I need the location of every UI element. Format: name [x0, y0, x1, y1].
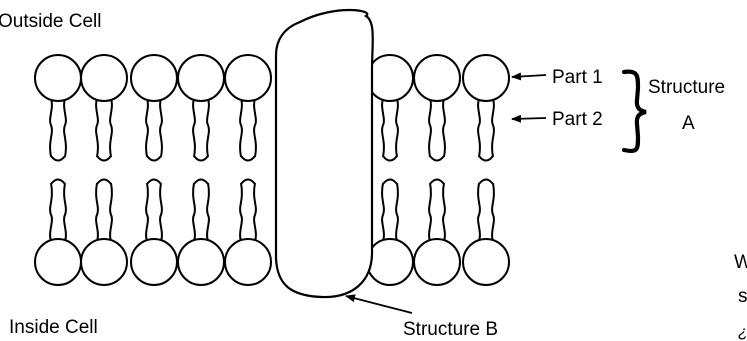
- phosphate-head-bottom: [35, 239, 81, 285]
- tail-bottom-end: [430, 180, 444, 185]
- tail-top-end: [430, 156, 444, 161]
- tail-bottom: [443, 183, 445, 241]
- tail-top: [207, 99, 209, 157]
- tail-top: [478, 99, 480, 157]
- tail-top: [64, 99, 66, 157]
- tail-bottom: [207, 183, 209, 241]
- tail-bottom: [429, 183, 431, 241]
- tail-top: [193, 99, 195, 157]
- tail-bottom: [64, 183, 66, 241]
- tail-bottom: [254, 183, 256, 241]
- tail-bottom: [146, 183, 148, 241]
- structure-b-label: Structure B: [403, 319, 498, 340]
- cutoff-text-line-3: ¿: [738, 324, 747, 341]
- tail-bottom: [396, 183, 398, 241]
- phosphate-head-bottom: [463, 239, 509, 285]
- inside-cell-label: Inside Cell: [9, 317, 98, 338]
- phosphate-head-top: [225, 55, 271, 101]
- tail-top: [146, 99, 148, 157]
- tail-bottom: [478, 183, 480, 241]
- tail-top: [50, 99, 52, 157]
- arrow-part-1: [512, 75, 546, 77]
- tail-bottom-end: [194, 180, 208, 185]
- phosphate-head-bottom: [81, 239, 127, 285]
- tail-top: [382, 99, 384, 157]
- phosphate-head-bottom: [178, 239, 224, 285]
- phosphate-head-top: [131, 55, 177, 101]
- tail-bottom-end: [383, 180, 397, 185]
- part-1-label: Part 1: [552, 67, 603, 88]
- tail-top: [396, 99, 398, 157]
- phosphate-head-top: [35, 55, 81, 101]
- phosphate-head-top: [414, 55, 460, 101]
- tail-bottom-end: [51, 180, 65, 185]
- phosphate-head-top: [463, 55, 509, 101]
- tail-bottom: [50, 183, 52, 241]
- tail-top: [110, 99, 112, 157]
- outside-cell-label: Outside Cell: [0, 11, 102, 32]
- tail-top: [240, 99, 242, 157]
- tail-bottom-end: [97, 180, 111, 185]
- tail-top: [443, 99, 445, 157]
- phosphate-head-bottom: [225, 239, 271, 285]
- phosphate-head-bottom: [414, 239, 460, 285]
- tail-top: [96, 99, 98, 157]
- phosphate-head-bottom: [131, 239, 177, 285]
- structure-a-label: Structure: [648, 77, 725, 98]
- phosphate-head-top: [178, 55, 224, 101]
- phospholipid-bilayer: [35, 55, 509, 285]
- tail-top-end: [51, 156, 65, 161]
- tail-top-end: [383, 156, 397, 161]
- tail-top-end: [479, 156, 493, 161]
- tail-bottom: [382, 183, 384, 241]
- structure-b-protein: [276, 10, 373, 297]
- phosphate-head-top: [81, 55, 127, 101]
- tail-top-end: [97, 156, 111, 161]
- tail-bottom: [160, 183, 162, 241]
- cutoff-text-line-2: s: [738, 286, 747, 307]
- arrow-structure-b: [346, 296, 412, 313]
- tail-top-end: [147, 156, 161, 161]
- tail-bottom-end: [241, 180, 255, 185]
- tail-bottom: [492, 183, 494, 241]
- part-2-label: Part 2: [552, 109, 603, 130]
- tail-bottom: [96, 183, 98, 241]
- tail-bottom: [240, 183, 242, 241]
- phosphate-head-bottom: [367, 239, 413, 285]
- tail-top-end: [241, 156, 255, 161]
- cutoff-text-line-1: W: [734, 252, 747, 273]
- tail-top: [429, 99, 431, 157]
- tail-bottom: [193, 183, 195, 241]
- tail-top-end: [194, 156, 208, 161]
- structure-a-brace: [624, 72, 646, 151]
- phosphate-head-top: [367, 55, 413, 101]
- tail-top: [254, 99, 256, 157]
- tail-top: [492, 99, 494, 157]
- tail-bottom-end: [479, 180, 493, 185]
- structure-a-letter: A: [682, 113, 695, 134]
- arrow-part-2: [512, 118, 546, 119]
- tail-bottom: [110, 183, 112, 241]
- tail-bottom-end: [147, 180, 161, 185]
- tail-top: [160, 99, 162, 157]
